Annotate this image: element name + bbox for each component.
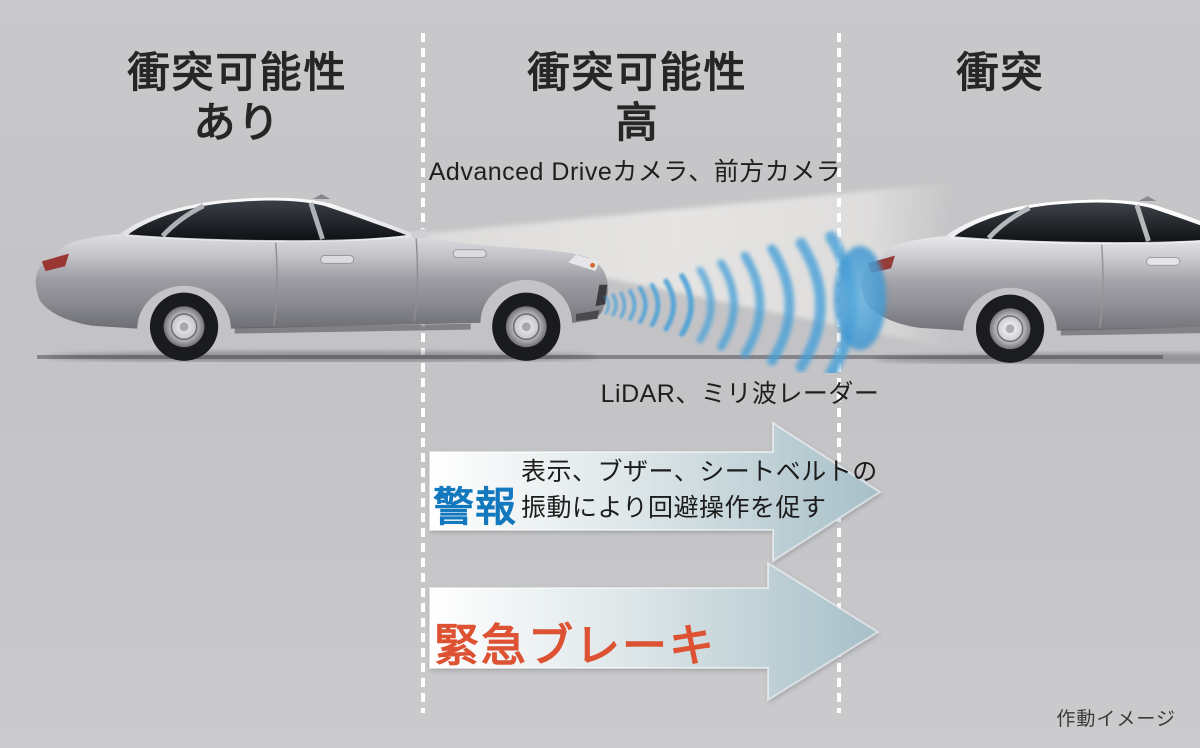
phase3-label: 衝突 xyxy=(956,49,1045,96)
phase2-line1: 衝突可能性 xyxy=(527,49,748,96)
alert-desc-line2: 振動により回避操作を促す xyxy=(521,494,827,522)
camera-sensor-label: Advanced Driveカメラ、前方カメラ xyxy=(428,158,842,186)
phase-label-high-collision-risk: 衝突可能性 高 xyxy=(455,48,820,148)
ego-car-icon xyxy=(30,191,615,362)
zone-divider-left xyxy=(421,33,425,713)
phase2-line2: 高 xyxy=(615,99,660,146)
phase1-line2: あり xyxy=(193,99,282,146)
alert-description: 表示、ブザー、シートベルトの 振動により回避操作を促す xyxy=(521,454,878,526)
footer-caption: 作動イメージ xyxy=(1056,709,1176,730)
zone-divider-right xyxy=(837,33,841,713)
phase1-line1: 衝突可能性 xyxy=(127,49,348,96)
phase-label-possible-collision: 衝突可能性 あり xyxy=(55,48,420,148)
lidar-sensor-label: LiDAR、ミリ波レーダー xyxy=(600,380,880,408)
alert-arrow xyxy=(429,421,882,563)
brake-arrow xyxy=(429,561,880,702)
alert-desc-line1: 表示、ブザー、シートベルトの xyxy=(521,458,878,486)
radar-waves-icon xyxy=(604,231,886,373)
alert-title: 警報 xyxy=(433,484,517,530)
road-line xyxy=(37,355,1163,359)
phase-label-collision: 衝突 xyxy=(838,48,1163,98)
brake-title: 緊急ブレーキ xyxy=(434,620,717,671)
